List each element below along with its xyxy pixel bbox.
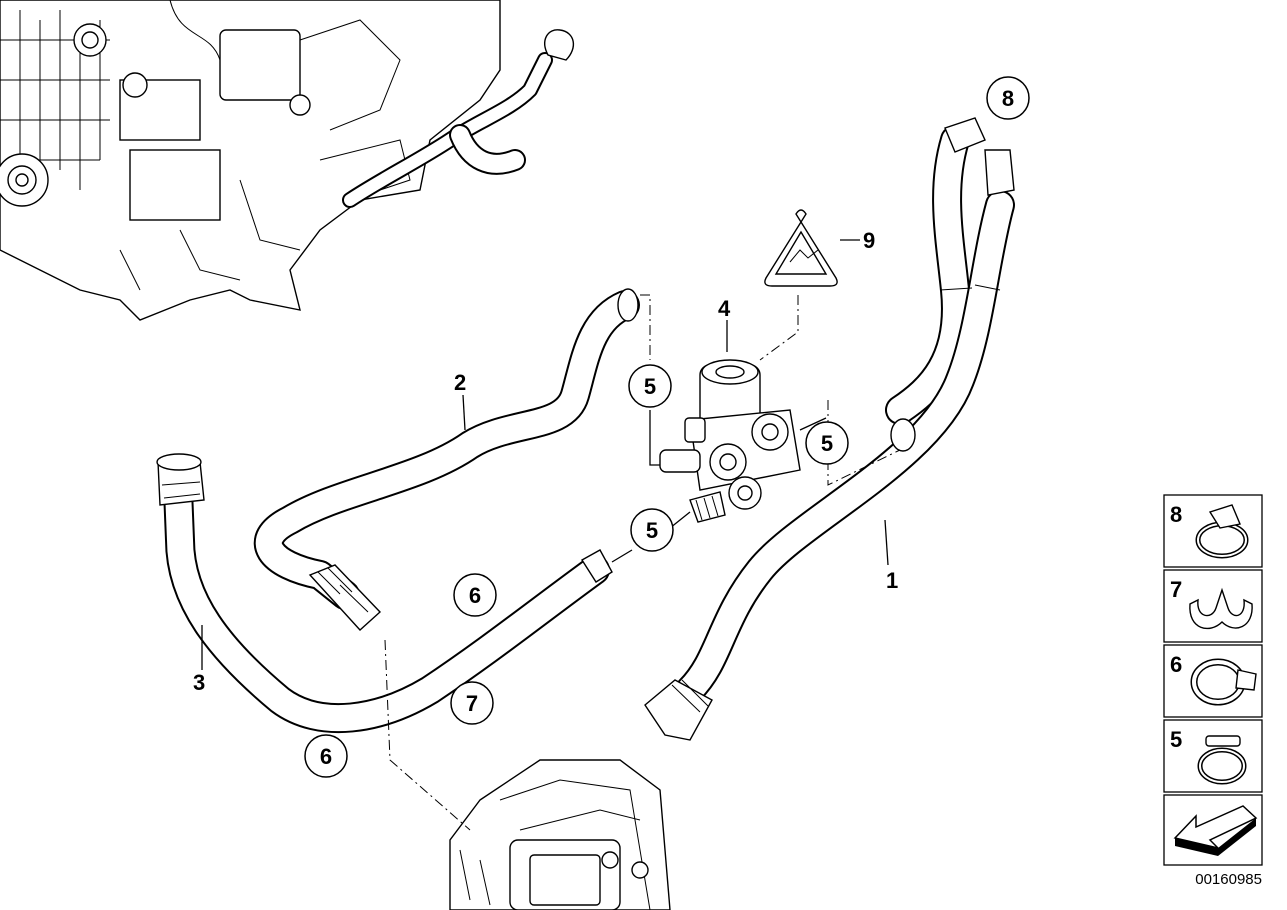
svg-text:5: 5 (644, 374, 656, 399)
svg-text:5: 5 (646, 518, 658, 543)
band-clamp-icon (1190, 658, 1257, 706)
callout-6-lower: 6 (304, 734, 348, 778)
legend-item-7: 7 (1163, 569, 1263, 643)
warning-label (764, 209, 838, 287)
legend-item-8: 8 (1163, 494, 1263, 568)
svg-text:5: 5 (1170, 727, 1182, 752)
legend-panel: 8 7 6 5 (1163, 494, 1263, 866)
callout-4: 4 (718, 296, 731, 321)
callout-9: 9 (863, 228, 875, 253)
svg-text:6: 6 (320, 744, 332, 769)
hose-clamp-icon (1195, 504, 1249, 559)
svg-text:7: 7 (1170, 577, 1182, 602)
callout-7: 7 (450, 681, 494, 725)
svg-text:7: 7 (466, 691, 478, 716)
callout-5-top: 5 (628, 364, 672, 408)
callout-3: 3 (193, 670, 205, 695)
svg-text:5: 5 (821, 431, 833, 456)
svg-text:6: 6 (469, 583, 481, 608)
leader-lines (201, 239, 901, 831)
callout-5-right: 5 (805, 421, 849, 465)
engine-block (0, 0, 575, 321)
legend-footer (1163, 794, 1263, 866)
hose-1 (644, 117, 1015, 741)
water-valve (659, 359, 801, 523)
hose-2 (253, 288, 640, 631)
svg-text:6: 6 (1170, 652, 1182, 677)
callouts: 1 2 3 4 9 5 5 5 6 6 7 8 (193, 76, 1030, 778)
catalog-reference-number: 00160985 (1195, 871, 1262, 888)
callout-8: 8 (986, 76, 1030, 120)
legend-item-5: 5 (1163, 719, 1263, 793)
hose-3 (156, 453, 613, 734)
svg-text:8: 8 (1170, 502, 1182, 527)
callout-1: 1 (886, 568, 898, 593)
callout-2: 2 (454, 370, 466, 395)
direction-arrow-icon (1173, 805, 1258, 856)
heater-core-unit (449, 759, 671, 910)
callout-5-bottom: 5 (630, 508, 674, 552)
svg-text:8: 8 (1002, 86, 1014, 111)
callout-6-upper: 6 (453, 573, 497, 617)
legend-item-6: 6 (1163, 644, 1263, 718)
spring-clamp-icon (1197, 735, 1247, 785)
double-clip-icon (1189, 587, 1253, 630)
